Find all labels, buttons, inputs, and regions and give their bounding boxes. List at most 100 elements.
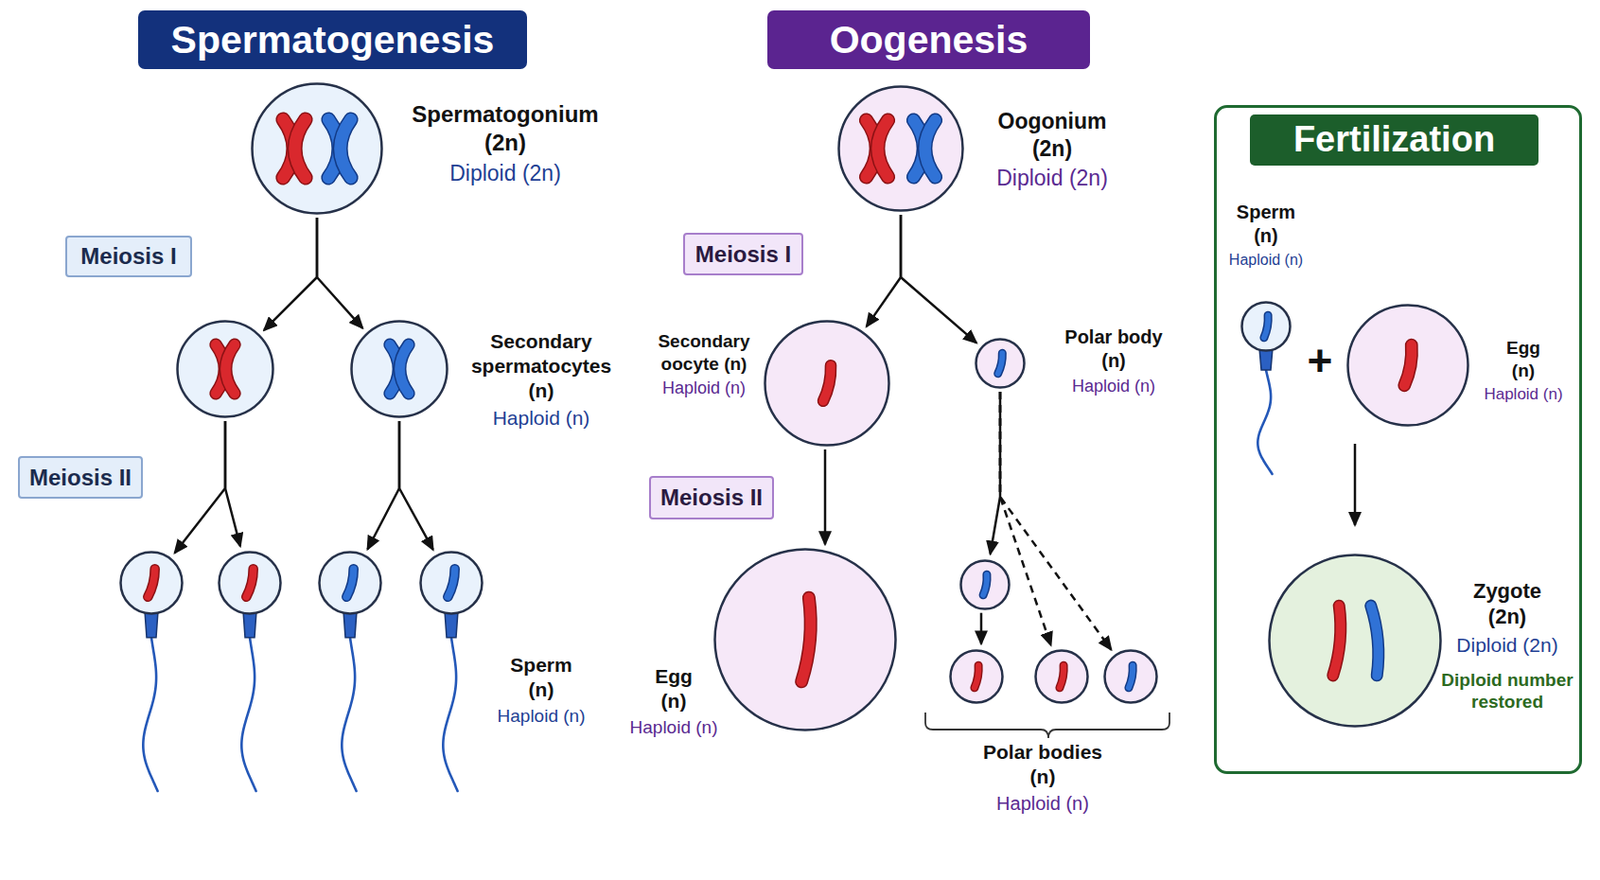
sperm-tail <box>341 637 356 792</box>
ploidy-label: Diploid (2n) <box>1431 632 1583 658</box>
cell-circle: Secondary spermatocytes (n)Haploid (n) <box>350 319 449 419</box>
ploidy-label: Haploid (n) <box>471 405 612 431</box>
arrow-connector <box>316 217 363 329</box>
chromatid-outline <box>1404 345 1414 387</box>
plus-sign: + <box>1307 338 1334 383</box>
chromatid-outline <box>974 665 981 688</box>
section-title: Spermatogenesis <box>171 16 495 65</box>
cell-outline <box>1105 650 1158 704</box>
cell-name: Polar bodies (n) <box>976 739 1109 790</box>
cell-drawing <box>419 550 484 616</box>
cell-outline <box>219 552 282 615</box>
chromatid-outline <box>1059 665 1066 688</box>
chromosome <box>1128 665 1135 688</box>
chromosome <box>823 365 833 402</box>
stage-name: Meiosis II <box>29 463 132 493</box>
sperm-midpiece <box>444 611 458 638</box>
arrow-connector <box>225 421 241 546</box>
cell-drawing <box>250 82 384 215</box>
cell-drawing <box>959 559 1011 611</box>
chromatid-outline <box>925 120 936 177</box>
ploidy-label: Haploid (n) <box>1229 250 1303 270</box>
panel-title: Fertilization <box>1249 114 1539 166</box>
cell-name: Egg (n) <box>654 664 693 714</box>
cell-circle: Egg (n)Haploid (n) <box>1346 303 1470 427</box>
chromosome <box>282 119 306 177</box>
cell-outline <box>1242 302 1291 352</box>
chromosome <box>447 568 457 598</box>
arrow-connector <box>990 391 1001 554</box>
sperm-tail <box>442 637 458 792</box>
section-title: Oogenesis <box>829 16 1029 65</box>
sperm-midpiece <box>243 611 257 638</box>
chromosome <box>389 344 409 393</box>
cell-name: Oogonium (2n) <box>998 107 1108 162</box>
cell-drawing <box>763 319 891 447</box>
cell-drawing <box>1240 300 1292 352</box>
chromatid <box>823 365 833 402</box>
ploidy-label: Haploid (n) <box>976 791 1109 816</box>
sperm-tail <box>1257 369 1272 475</box>
ploidy-label: Diploid (2n) <box>996 164 1108 193</box>
chromatid-outline <box>1333 605 1344 676</box>
cell-circle <box>217 550 282 616</box>
cell-name: Secondary oocyte (n) <box>657 330 750 375</box>
arrow-connector <box>824 449 827 545</box>
cell-drawing <box>1267 553 1442 728</box>
cell-circle <box>1103 649 1159 704</box>
chromatid-outline <box>340 119 352 177</box>
cell-circle <box>959 559 1011 611</box>
arrow-connector <box>399 421 434 550</box>
chromatid <box>801 597 814 683</box>
ploidy-label: Diploid number restored <box>1431 668 1583 714</box>
chromatid <box>1059 665 1066 688</box>
cell-outline <box>351 321 448 418</box>
chromatid <box>1371 605 1382 676</box>
chromosome <box>215 344 235 393</box>
stage-box: Meiosis II <box>649 475 774 520</box>
cell-label-group: Oogonium (2n)Diploid (2n) <box>996 107 1108 193</box>
cell-outline <box>121 552 183 615</box>
cell-outline <box>319 552 382 615</box>
cell-outline <box>961 561 1010 610</box>
chromatid-outline <box>147 568 157 598</box>
chromosome <box>1333 605 1344 676</box>
chromatid <box>1264 315 1270 338</box>
chromatid <box>447 568 457 598</box>
arrow-connector <box>175 421 226 553</box>
cell-outline <box>1269 555 1442 727</box>
cell-drawing <box>713 547 897 732</box>
cell-circle <box>175 319 275 419</box>
chromatid-outline <box>878 120 889 177</box>
chromatid <box>878 120 889 177</box>
cell-name: Sperm (n) <box>509 652 572 703</box>
chromatid-outline <box>246 568 255 598</box>
chromosome <box>1059 665 1066 688</box>
chromatid <box>998 352 1004 374</box>
cell-outline <box>950 650 1003 704</box>
cell-circle: Sperm (n)Haploid (n) <box>419 550 484 616</box>
arrow-connector <box>980 613 984 645</box>
stage-box: Meiosis I <box>683 232 804 276</box>
chromatid-outline <box>1371 605 1382 676</box>
cell-label-group: Egg (n)Haploid (n) <box>1483 336 1563 405</box>
chromosome <box>147 568 157 598</box>
cell-circle: Polar bodies (n)Haploid (n) <box>1034 649 1090 704</box>
chromosome <box>1371 605 1382 676</box>
chromatid-outline <box>823 365 833 402</box>
chromatid-outline <box>1128 665 1135 688</box>
cell-outline <box>421 552 483 615</box>
cell-drawing <box>350 319 449 419</box>
chromatid <box>399 344 408 393</box>
cell-label-group: Sperm (n)Haploid (n) <box>497 652 586 728</box>
cell-name: Polar body (n) <box>1059 325 1169 373</box>
cell-circle: Polar body (n)Haploid (n) <box>974 337 1026 389</box>
cell-drawing <box>949 649 1004 704</box>
cell-label-group: Secondary oocyte (n)Haploid (n) <box>657 330 750 399</box>
cell-drawing <box>217 550 282 616</box>
chromosome <box>246 568 255 598</box>
ploidy-label: Haploid (n) <box>1059 375 1169 397</box>
chromatid-outline <box>225 344 234 393</box>
